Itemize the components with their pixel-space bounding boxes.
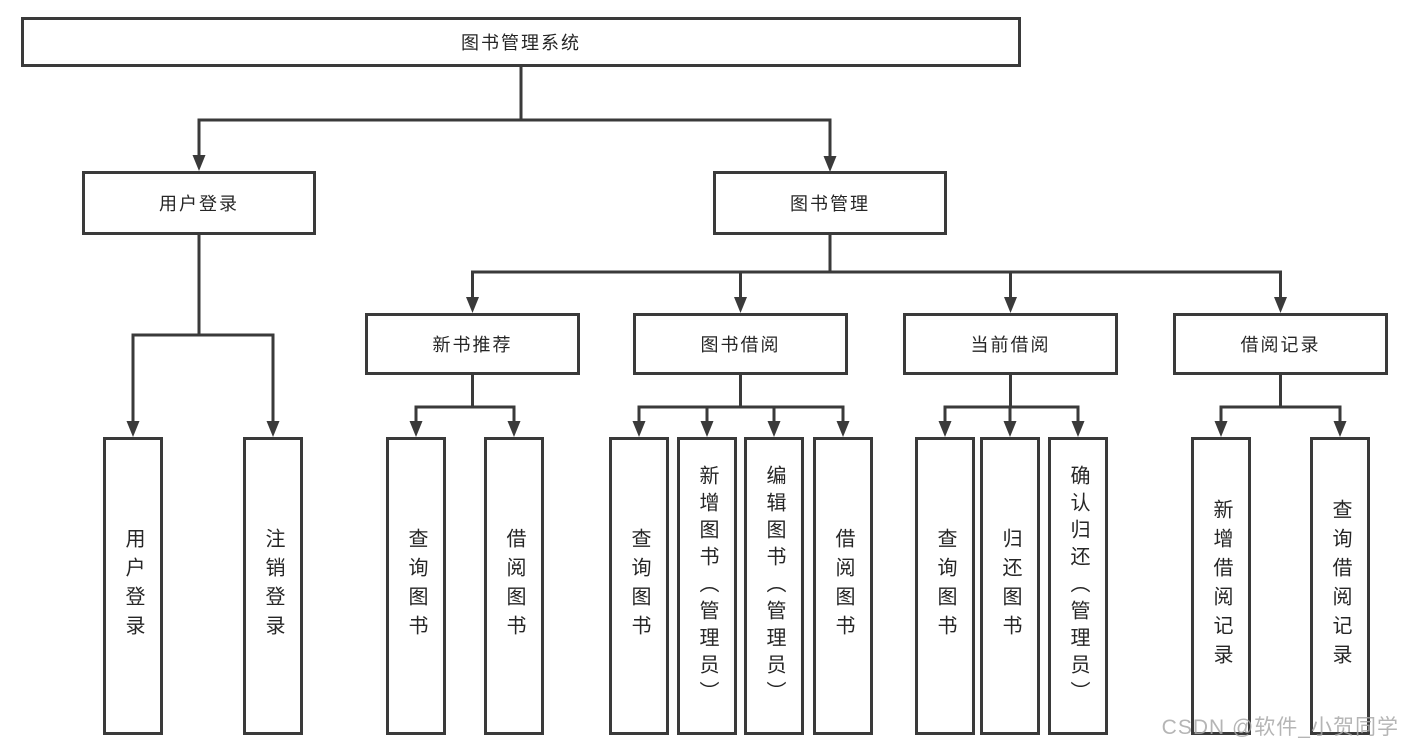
node-user-login-label: 用户登录 <box>159 194 239 214</box>
leaf-borrow-books-1: 借阅图书 <box>484 437 544 735</box>
leaf-logout: 注销登录 <box>243 437 303 735</box>
node-root-label: 图书管理系统 <box>461 33 581 53</box>
leaf-return-books: 归还图书 <box>980 437 1040 735</box>
leaf-query-books-1: 查询图书 <box>386 437 446 735</box>
leaf-edit-book-admin: 编辑图书（管理员） <box>744 437 804 735</box>
node-book-borrow: 图书借阅 <box>633 313 848 375</box>
leaf-query-books-3: 查询图书 <box>915 437 975 735</box>
node-book-management: 图书管理 <box>713 171 947 235</box>
watermark: CSDN @软件_小贺同学 <box>1161 716 1399 739</box>
node-root: 图书管理系统 <box>21 17 1021 67</box>
leaf-borrow-books-2: 借阅图书 <box>813 437 873 735</box>
node-current-borrow: 当前借阅 <box>903 313 1118 375</box>
node-book-management-label: 图书管理 <box>790 194 870 214</box>
node-new-book-recommend-label: 新书推荐 <box>432 335 513 355</box>
leaf-add-book-admin: 新增图书（管理员） <box>677 437 737 735</box>
leaf-query-books-2: 查询图书 <box>609 437 669 735</box>
leaf-add-borrow-record: 新增借阅记录 <box>1191 437 1251 735</box>
node-new-book-recommend: 新书推荐 <box>365 313 580 375</box>
leaf-confirm-return-admin: 确认归还（管理员） <box>1048 437 1108 735</box>
node-borrow-records: 借阅记录 <box>1173 313 1388 375</box>
node-user-login: 用户登录 <box>82 171 316 235</box>
node-current-borrow-label: 当前借阅 <box>970 335 1051 355</box>
leaf-query-borrow-record: 查询借阅记录 <box>1310 437 1370 735</box>
node-book-borrow-label: 图书借阅 <box>700 335 781 355</box>
node-borrow-records-label: 借阅记录 <box>1240 335 1321 355</box>
leaf-user-login: 用户登录 <box>103 437 163 735</box>
